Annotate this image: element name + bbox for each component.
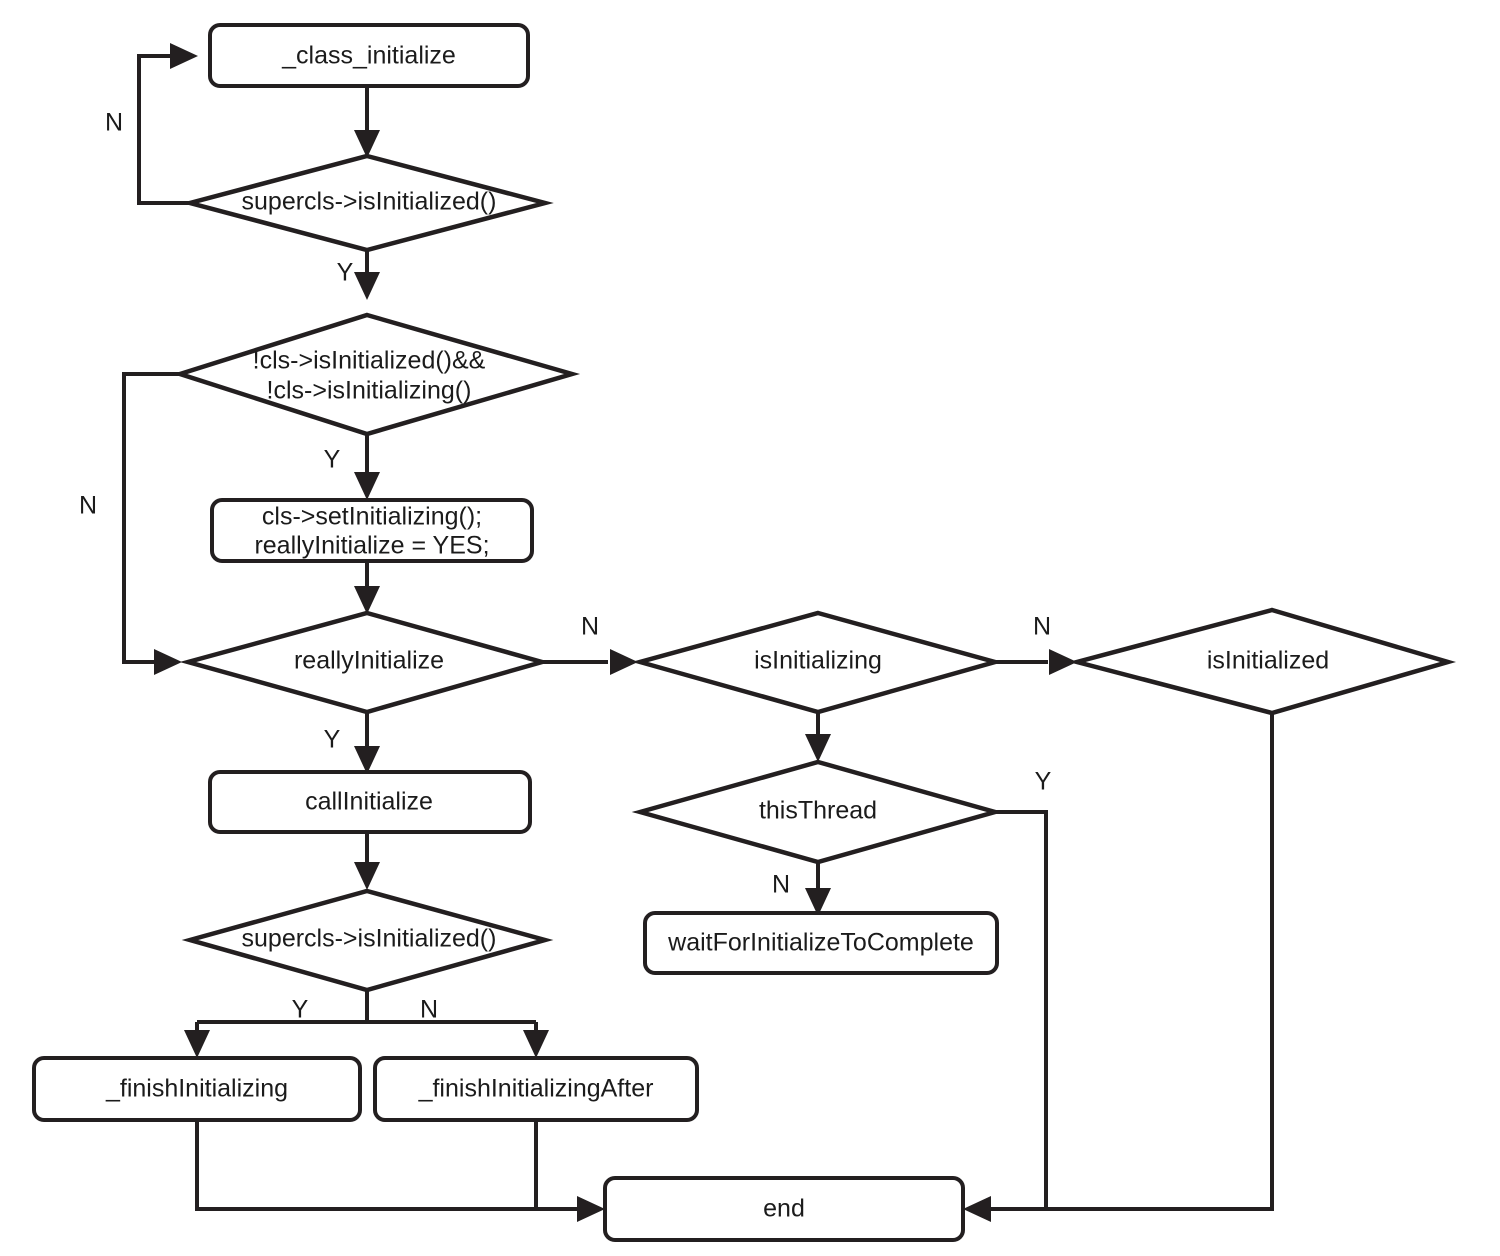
edge-label-supercls-bottom-no: N	[420, 996, 438, 1024]
node-really-initialize[interactable]: reallyInitialize	[179, 610, 551, 715]
node-call-initialize[interactable]: callInitialize	[208, 770, 532, 834]
node-supercls-is-initialized-bottom[interactable]: supercls->isInitialized()	[181, 888, 554, 993]
node-cls-not-initialized-condition[interactable]: !cls->isInitialized()&& !cls->isInitiali…	[172, 312, 581, 437]
edge-label-this-thread-yes: Y	[1035, 768, 1052, 796]
edge-cls-cond-yes	[354, 434, 380, 500]
finish-initializing-after-box[interactable]	[373, 1056, 699, 1122]
edge-label-supercls-top-no: N	[105, 109, 123, 137]
class-initialize-label: _class_initialize	[281, 42, 456, 70]
cls-condition-diamond[interactable]	[172, 312, 581, 437]
really-initialize-diamond[interactable]	[179, 610, 551, 715]
wait-for-initialize-label: waitForInitializeToComplete	[667, 929, 974, 957]
supercls-top-label: supercls->isInitialized()	[242, 188, 497, 216]
is-initialized-label: isInitialized	[1207, 647, 1329, 675]
node-finish-initializing-after[interactable]: _finishInitializingAfter	[373, 1056, 699, 1122]
node-class-initialize[interactable]: _class_initialize	[208, 23, 530, 88]
is-initializing-label: isInitializing	[754, 647, 882, 675]
edge-set-initializing-to-really-initialize	[354, 561, 380, 614]
edge-label-supercls-top-yes: Y	[337, 259, 354, 287]
edge-supercls-top-yes	[354, 250, 380, 300]
finish-initializing-label: _finishInitializing	[105, 1075, 288, 1103]
set-initializing-box[interactable]	[210, 498, 534, 563]
set-initializing-label-line1: cls->setInitializing();	[262, 503, 482, 531]
edge-is-initializing-no	[995, 649, 1077, 675]
edge-finish-initializing-to-end	[195, 1120, 605, 1222]
edge-supercls-bottom-split	[184, 990, 549, 1058]
edge-this-thread-no	[805, 862, 831, 916]
end-box[interactable]	[603, 1176, 965, 1242]
edge-this-thread-yes-to-end	[963, 810, 1048, 1222]
set-initializing-label-line2: reallyInitialize = YES;	[254, 532, 489, 560]
end-label: end	[763, 1195, 805, 1223]
node-set-initializing[interactable]: cls->setInitializing(); reallyInitialize…	[210, 498, 534, 563]
node-supercls-is-initialized-top[interactable]: supercls->isInitialized()	[181, 153, 554, 253]
node-is-initialized[interactable]: isInitialized	[1068, 607, 1457, 716]
node-end[interactable]: end	[603, 1176, 965, 1242]
node-this-thread[interactable]: thisThread	[631, 759, 1004, 865]
finish-initializing-box[interactable]	[32, 1056, 362, 1122]
call-initialize-box[interactable]	[208, 770, 532, 834]
cls-condition-label-line1: !cls->isInitialized()&&	[253, 347, 486, 375]
edge-label-is-initializing-no: N	[1033, 613, 1051, 641]
node-finish-initializing[interactable]: _finishInitializing	[32, 1056, 362, 1122]
edge-label-really-initialize-yes: Y	[324, 726, 341, 754]
edge-supercls-top-no-loopback	[137, 43, 198, 205]
call-initialize-label: callInitialize	[305, 788, 433, 816]
edge-is-initializing-to-this-thread	[805, 712, 831, 762]
node-is-initializing[interactable]: isInitializing	[631, 610, 1004, 715]
edge-really-initialize-yes	[354, 712, 380, 774]
really-initialize-label: reallyInitialize	[294, 647, 444, 675]
wait-for-initialize-box[interactable]	[643, 911, 999, 975]
is-initializing-diamond[interactable]	[631, 610, 1004, 715]
this-thread-label: thisThread	[759, 797, 877, 825]
edge-label-cls-cond-no: N	[79, 492, 97, 520]
edge-class-initialize-to-supercls-top	[354, 86, 380, 158]
edge-label-supercls-bottom-yes: Y	[292, 996, 309, 1024]
finish-initializing-after-label: _finishInitializingAfter	[418, 1075, 654, 1103]
node-wait-for-initialize-to-complete[interactable]: waitForInitializeToComplete	[643, 911, 999, 975]
cls-condition-label-line2: !cls->isInitializing()	[267, 377, 472, 405]
supercls-bottom-diamond[interactable]	[181, 888, 554, 993]
supercls-bottom-label: supercls->isInitialized()	[242, 925, 497, 953]
edge-call-initialize-to-supercls-bottom	[354, 832, 380, 890]
edge-cls-cond-no	[122, 372, 182, 675]
edge-really-initialize-no	[542, 649, 638, 675]
this-thread-diamond[interactable]	[631, 759, 1004, 865]
is-initialized-diamond[interactable]	[1068, 607, 1457, 716]
edge-is-initialized-to-end	[990, 712, 1274, 1211]
class-initialize-box[interactable]	[208, 23, 530, 88]
edge-label-this-thread-no: N	[772, 871, 790, 899]
edge-label-cls-cond-yes: Y	[324, 446, 341, 474]
edge-label-really-initialize-no: N	[581, 613, 599, 641]
supercls-top-diamond[interactable]	[181, 153, 554, 253]
